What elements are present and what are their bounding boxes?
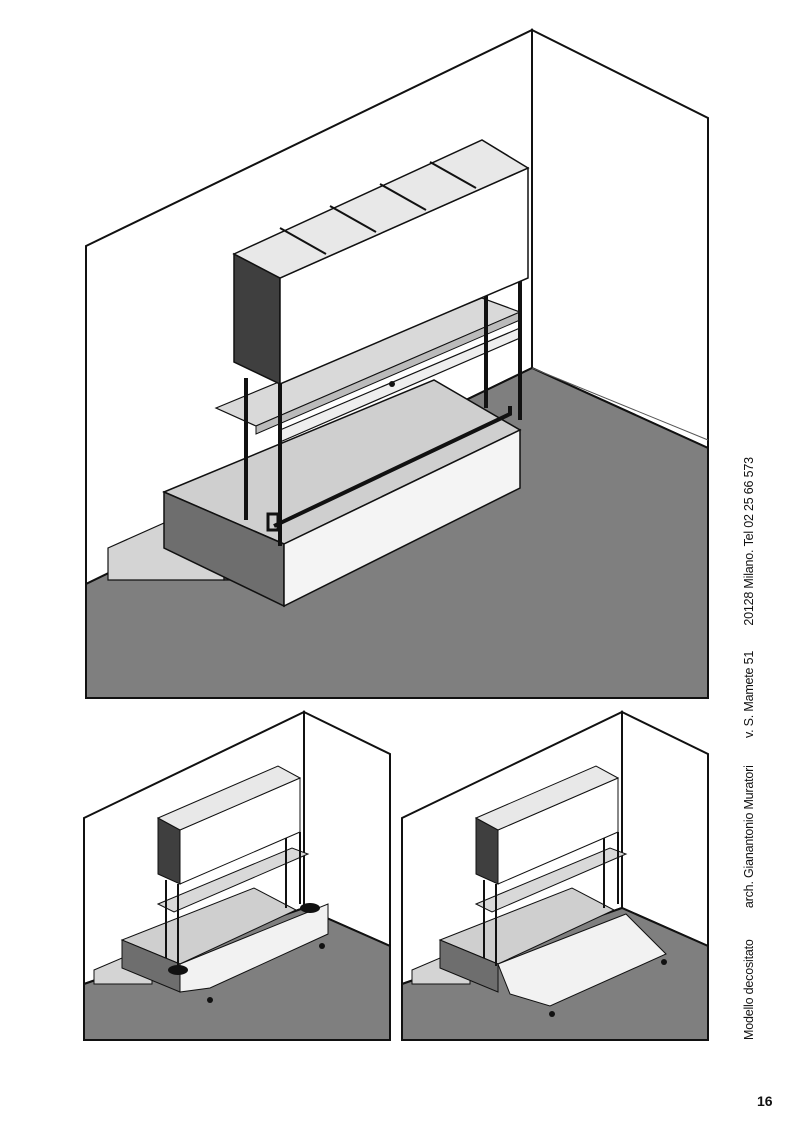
- caption-model: Modello decositato: [742, 939, 756, 1040]
- caption-architect: arch. Gianantonio Muratori: [742, 765, 756, 909]
- shelf-knob: [389, 381, 395, 387]
- compartment-divider: [379, 183, 427, 211]
- main-illustration: [84, 28, 712, 700]
- platform-side: [439, 939, 499, 993]
- foot-disc: [168, 965, 188, 975]
- compartment-divider: [279, 227, 327, 255]
- vertical-caption: Modello decositato arch. Gianantonio Mur…: [742, 457, 756, 1040]
- compartment-divider: [329, 205, 377, 233]
- compartment-divider: [429, 161, 477, 189]
- caption-address: v. S. Mamete 51: [742, 650, 756, 738]
- caption-city: 20128 Milano.: [742, 549, 756, 626]
- small-illustration-right-svg: [401, 710, 709, 1041]
- main-illustration-svg: [85, 28, 709, 699]
- cabinet-top: [474, 765, 620, 831]
- bed-deployed: [497, 913, 667, 1007]
- bed-deployed: [179, 903, 329, 993]
- caster-wheel: [207, 997, 213, 1003]
- small-illustration-left: [82, 708, 394, 1043]
- lower-shelf: [156, 847, 310, 913]
- page-number: 16: [757, 1093, 773, 1109]
- small-illustration-left-svg: [83, 710, 391, 1041]
- foot-disc: [300, 903, 320, 913]
- cabinet-top: [156, 765, 302, 831]
- baseboard: [531, 367, 709, 441]
- lower-shelf: [474, 847, 628, 913]
- caster-wheel: [549, 1011, 555, 1017]
- caster-wheel: [319, 943, 325, 949]
- caption-phone: Tel 02 25 66 573: [742, 457, 756, 547]
- small-illustration-right: [400, 708, 712, 1043]
- bed-rail: [273, 406, 512, 528]
- caster-wheel: [661, 959, 667, 965]
- platform-front: [283, 428, 521, 608]
- right-wall: [621, 710, 709, 948]
